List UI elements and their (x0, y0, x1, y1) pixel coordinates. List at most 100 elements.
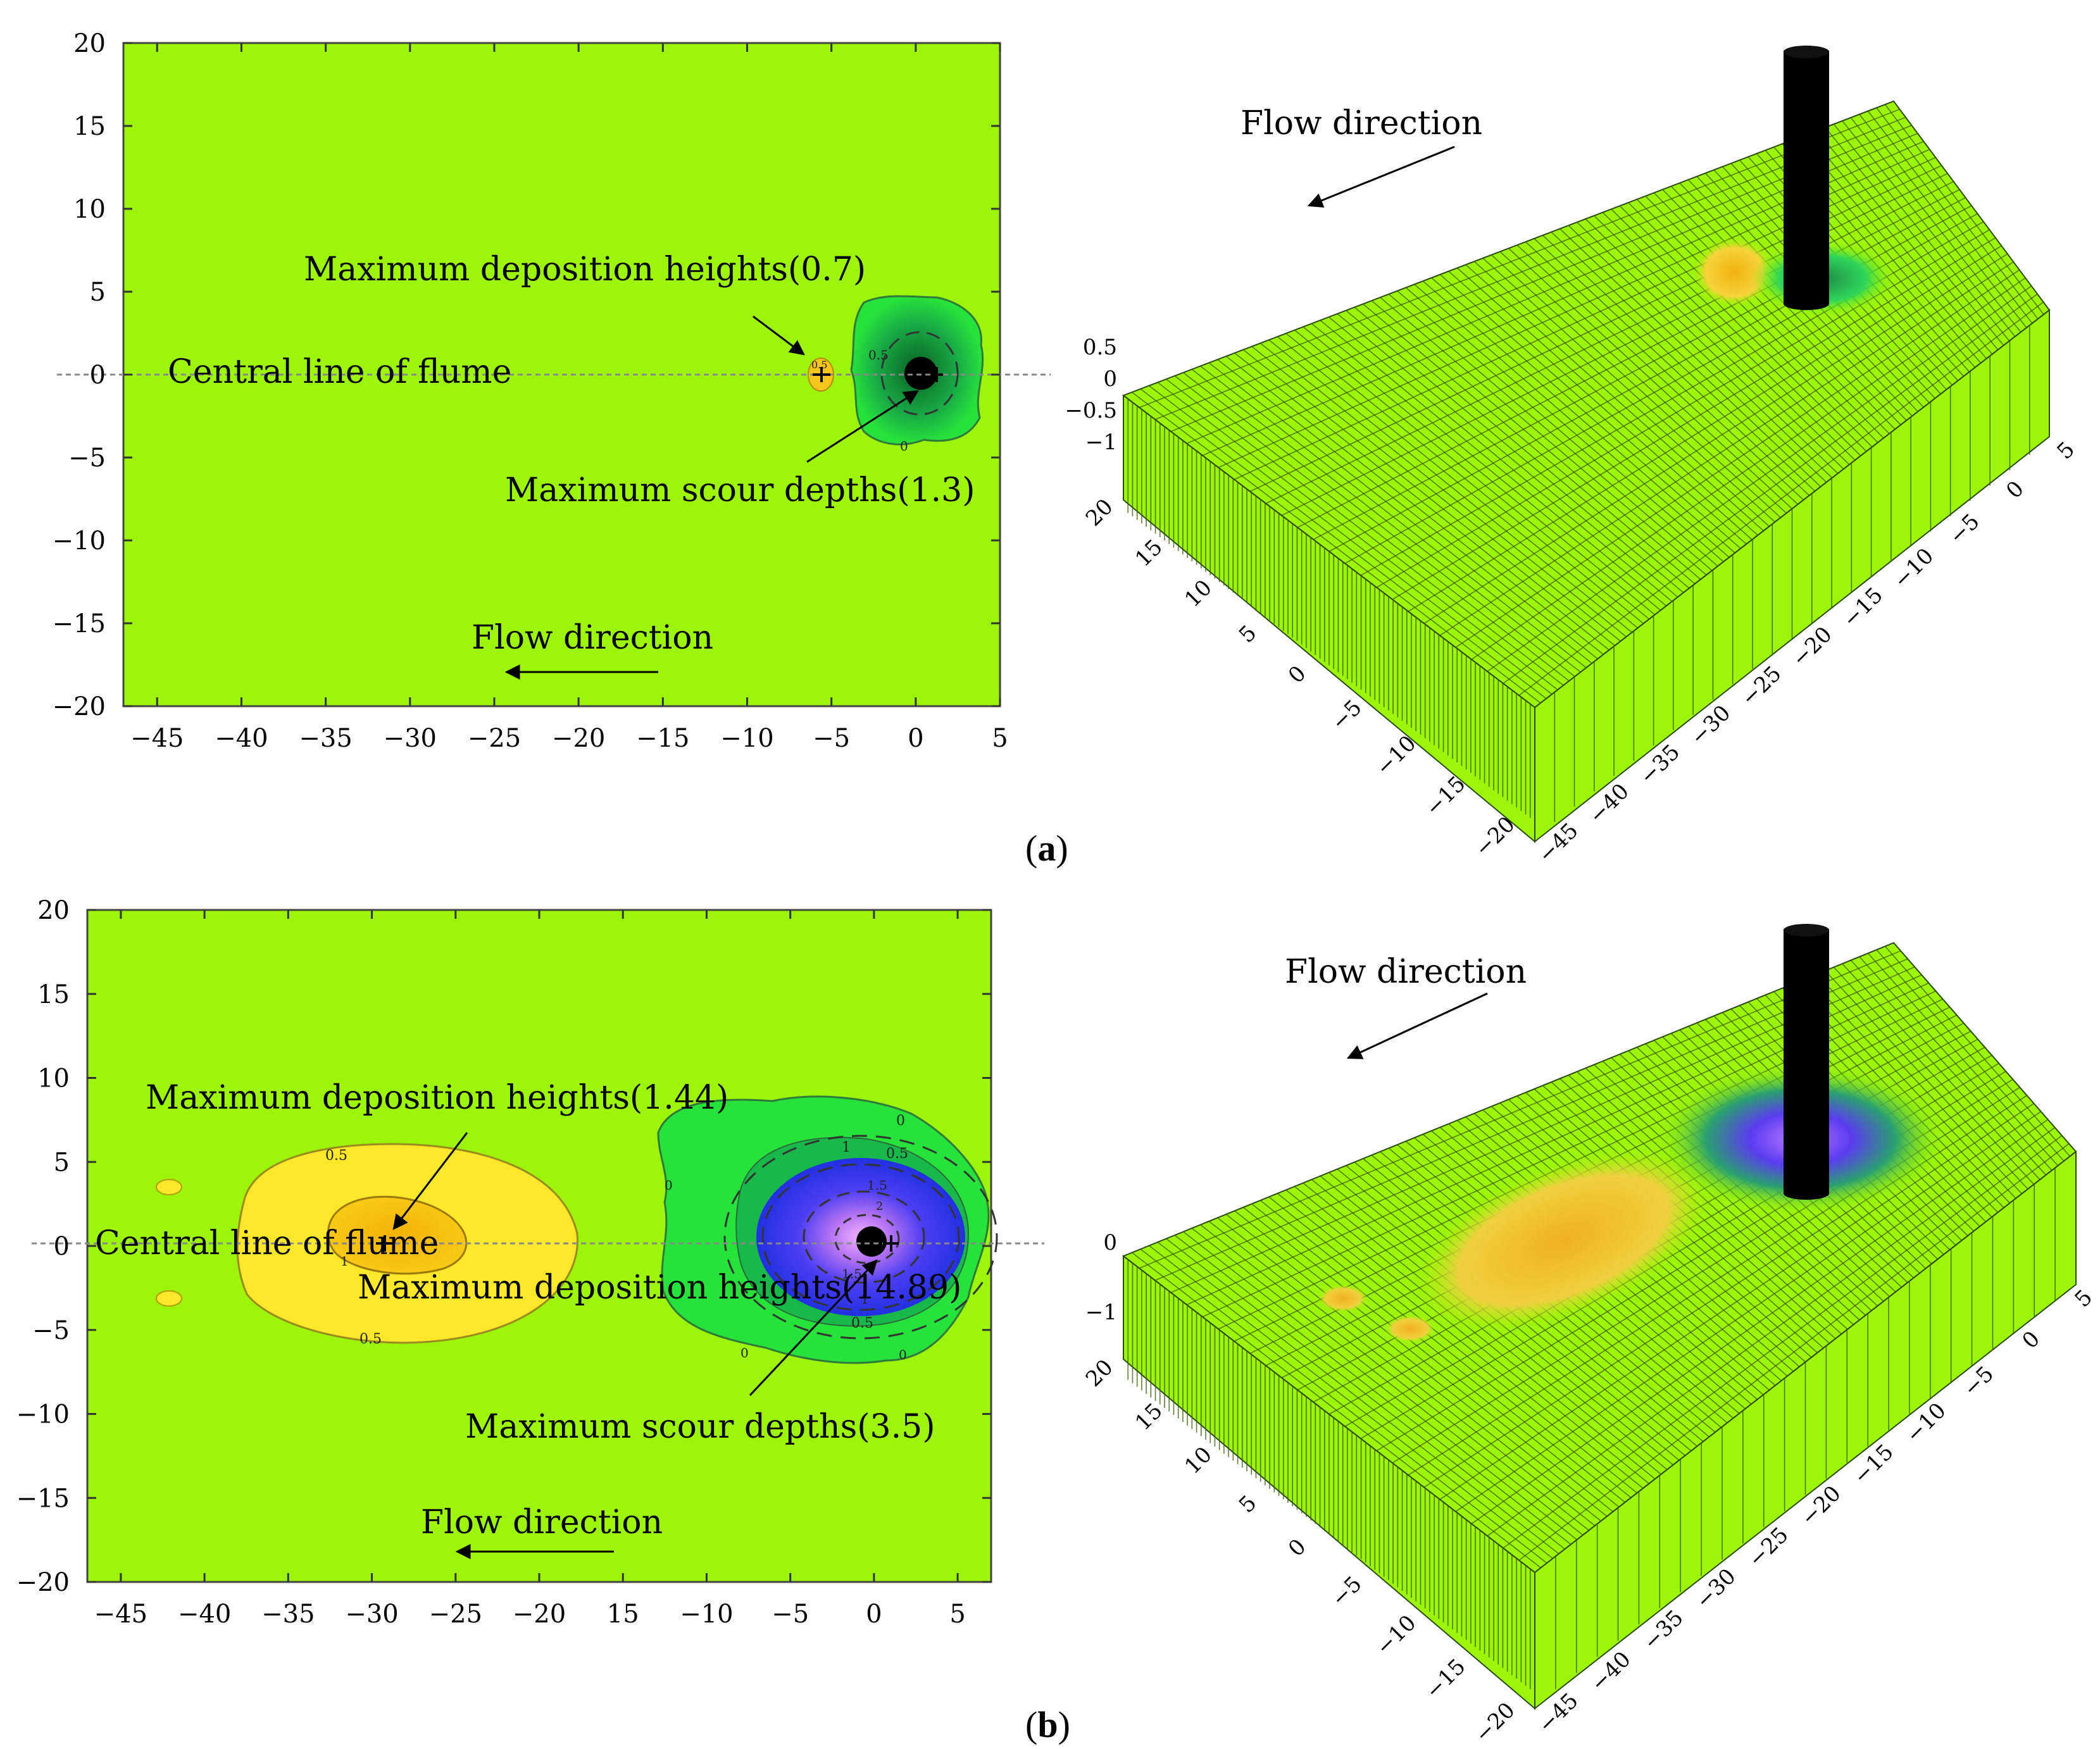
x-tick-label: −30 (384, 724, 437, 753)
y-tick-label: 20 (37, 896, 70, 925)
mesh-line (1139, 108, 1900, 408)
x-tick-label: 5 (949, 1600, 965, 1629)
panel-a-3d-flow-arrow (1307, 146, 1455, 208)
panel-a-central-line-label: Central line of flume (168, 353, 511, 391)
mesh-line (1518, 1143, 2070, 1561)
panel-b-scour-contour (834, 1214, 900, 1264)
y-tick-label: −5 (1327, 695, 1367, 735)
x-tick-label: 5 (2070, 1285, 2097, 1312)
z-tick-label: 0 (1103, 366, 1117, 392)
mesh-line (1423, 253, 2008, 624)
panel-a-pile-3d-base (1784, 297, 1829, 310)
y-tick-label: 15 (1130, 1398, 1168, 1436)
x-tick-label: −40 (178, 1600, 231, 1629)
x-tick-label: 0 (866, 1600, 882, 1629)
panel-a-pile-3d (1784, 51, 1829, 304)
panel-b-contour-label: 0 (741, 1345, 749, 1360)
panel-b-contour-label: 1 (341, 1254, 349, 1269)
panel-a-front-face-mesh (1127, 399, 1531, 818)
panel-label-b: (b) (1025, 1704, 1070, 1745)
y-tick-label: 20 (73, 29, 106, 58)
panel-a-max-deposition-arrow (753, 315, 805, 356)
panel-b-contour-label: 0.5 (886, 1146, 908, 1162)
panel-a-max-scour-label: Maximum scour depths(1.3) (505, 471, 975, 509)
y-tick-label: 0 (90, 361, 106, 390)
panel-b-3d-flow-arrow (1346, 992, 1488, 1059)
panel-b-contour-label: 1 (861, 1292, 869, 1307)
y-tick-label: 15 (73, 112, 106, 141)
y-tick-label: 15 (1130, 535, 1168, 572)
y-tick-label: 0 (54, 1232, 70, 1261)
y-tick-label: −20 (53, 692, 106, 721)
panel-b-surface-plot: Flow direction 0−120151050−5−10−15−20−45… (1081, 924, 2097, 1748)
panel-b-contour-label: 0 (896, 1113, 905, 1129)
panel-b-central-line-label: Central line of flume (95, 1224, 439, 1262)
x-tick-label: −40 (215, 724, 268, 753)
mesh-line (1265, 173, 1948, 504)
panel-b-surface-hump (1413, 1148, 1713, 1333)
panel-b-contour-label: 2 (876, 1200, 883, 1213)
panel-b-contour-label: 0 (665, 1178, 673, 1193)
y-tick-label: −5 (68, 444, 106, 473)
panel-b-3d-flow-label: Flow direction (1285, 953, 1527, 991)
y-tick-label: 5 (1234, 1490, 1262, 1518)
panel-b-max-scour-arrow (749, 1259, 878, 1397)
x-tick-label: −45 (130, 724, 184, 753)
panel-b-contour-label: 0.5 (851, 1316, 873, 1331)
y-tick-label: 5 (54, 1148, 70, 1177)
panel-a-3d-flow-label: Flow direction (1241, 104, 1482, 142)
y-tick-label: −10 (16, 1400, 70, 1429)
x-tick-label: −45 (94, 1600, 147, 1629)
x-tick-label: −20 (552, 724, 605, 753)
y-tick-label: −5 (32, 1316, 70, 1345)
x-tick-label: −10 (680, 1600, 733, 1629)
x-tick-label: 0 (2017, 1326, 2045, 1354)
y-tick-label: 0 (1284, 1534, 1311, 1562)
panel-b-contour-plot: 0.5 0.5 1 0 0.5 1 1.5 2 0 0.5 1 1.5 0 0 … (16, 896, 1044, 1629)
z-tick-label: −1 (1085, 1300, 1117, 1325)
panel-a-scour-contour-0.5 (880, 331, 959, 416)
x-tick-label: −10 (720, 724, 773, 753)
panel-b-pile-3d-base (1784, 1187, 1829, 1200)
panel-b-max-deposition-2-label: Maximum deposition heights(14.89) (358, 1269, 961, 1307)
panel-a-surface-plot: Flow direction 0.50−0.5−120151050−5−10−1… (1065, 46, 2080, 868)
panel-a-scour-marker (930, 367, 943, 382)
mesh-line (1439, 1103, 2034, 1500)
panel-a-pile (904, 357, 937, 390)
panel-b-contour-label: 0.5 (325, 1148, 347, 1164)
panel-b-front-face-mesh (1127, 1259, 1531, 1690)
panel-b-max-deposition-arrow (392, 1132, 468, 1230)
z-tick-label: 0.5 (1083, 335, 1117, 360)
panel-b-contour-label: 1 (842, 1140, 851, 1155)
x-tick-label: −30 (345, 1600, 398, 1629)
panel-b-deposition-island (156, 1179, 182, 1195)
panel-b-pile (856, 1226, 887, 1257)
panel-b-scour-contour (761, 1163, 960, 1311)
z-tick-label: −0.5 (1065, 398, 1117, 423)
z-tick-label: −1 (1085, 430, 1117, 455)
panel-a-contour-label: 0.5 (811, 359, 827, 371)
y-tick-label: 5 (1234, 620, 1262, 648)
y-tick-label: −20 (1470, 1698, 1520, 1748)
y-tick-label: −15 (16, 1484, 70, 1513)
panel-b-contour-label: 0 (899, 1347, 907, 1362)
mesh-line (1392, 237, 1996, 601)
mesh-line (1503, 293, 2038, 684)
panel-b-max-scour-label: Maximum scour depths(3.5) (465, 1408, 935, 1446)
y-tick-label: 20 (1081, 494, 1118, 532)
x-tick-label: −20 (513, 1600, 566, 1629)
y-tick-label: 10 (1180, 1442, 1217, 1479)
y-tick-label: 20 (1081, 1355, 1118, 1392)
panel-b-deposition-island (156, 1290, 182, 1307)
y-tick-label: −20 (16, 1568, 70, 1597)
panel-b-surface-small-hump (1385, 1315, 1435, 1343)
y-tick-label: 15 (37, 980, 70, 1009)
panel-a-max-deposition-label: Maximum deposition heights(0.7) (304, 251, 866, 289)
mesh-line (1487, 285, 2032, 672)
mesh-line (1154, 958, 1908, 1281)
y-tick-label: 0 (1284, 661, 1311, 688)
panel-b-scour-marker (883, 1235, 899, 1252)
